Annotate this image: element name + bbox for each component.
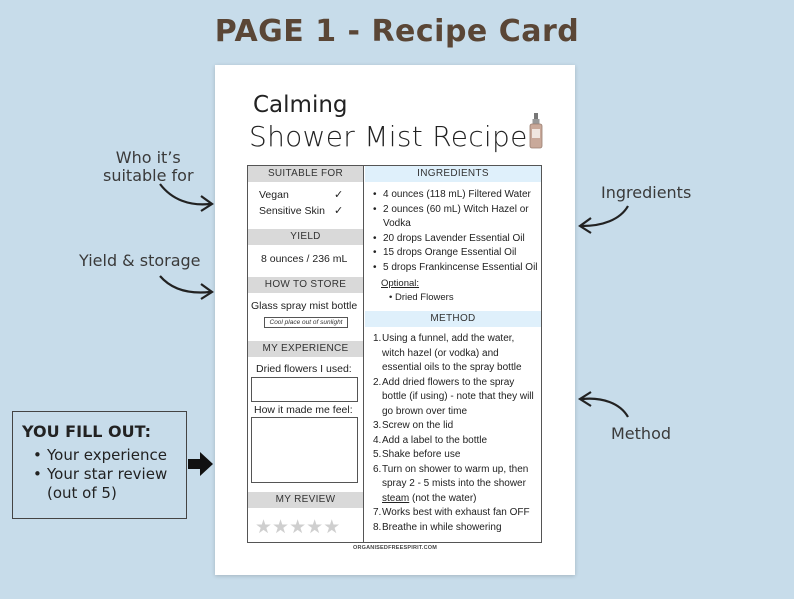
fill-out-list: Your experience Your star review (out of… [33, 446, 185, 503]
ingredient-item: 5 drops Frankincense Essential Oil [373, 261, 543, 276]
dried-flowers-input[interactable] [251, 377, 358, 402]
yield-header: YIELD [248, 229, 363, 245]
card-title-line1: Calming [253, 92, 348, 118]
arrow-yield-icon [159, 275, 214, 300]
star-3-icon[interactable]: ★ [289, 517, 307, 538]
page-title: PAGE 1 - Recipe Card [214, 14, 580, 49]
feeling-prompt: How it made me feel: [254, 404, 353, 416]
dried-flowers-prompt: Dried flowers I used: [256, 363, 352, 375]
method-step: 5.Shake before use [373, 449, 461, 460]
star-4-icon[interactable]: ★ [306, 517, 324, 538]
callout-who: Who it’s suitable for [103, 149, 194, 185]
callout-method: Method [611, 424, 672, 443]
fill-out-header: YOU FILL OUT: [22, 422, 152, 441]
method-step: 1.Using a funnel, add the water,witch ha… [373, 333, 522, 373]
feeling-input[interactable] [251, 417, 358, 483]
optional-label: Optional: [381, 278, 420, 289]
my-experience-header: MY EXPERIENCE [248, 341, 363, 357]
recipe-grid: SUITABLE FOR Vegan ✓ Sensitive Skin ✓ YI… [247, 165, 542, 543]
callout-ingredients: Ingredients [601, 183, 692, 202]
sensitive-skin-check-icon: ✓ [334, 205, 344, 217]
method-list: 1.Using a funnel, add the water,witch ha… [373, 332, 541, 535]
card-title-line2: Shower Mist Recipe [249, 120, 528, 153]
arrow-ingredients-icon [578, 205, 629, 234]
method-header: METHOD [365, 311, 541, 327]
optional-item: • Dried Flowers [389, 292, 454, 303]
method-step: 3.Screw on the lid [373, 420, 454, 431]
yield-value: 8 ounces / 236 mL [261, 253, 348, 265]
fill-out-box: YOU FILL OUT: Your experience Your star … [12, 411, 187, 519]
callout-who-line2: suitable for [103, 166, 194, 185]
spray-bottle-icon [529, 113, 543, 149]
suitable-item-sensitive-skin: Sensitive Skin [259, 205, 325, 217]
fill-out-item: Your star review [33, 465, 185, 484]
method-step: 4.Add a label to the bottle [373, 434, 488, 446]
star-2-icon[interactable]: ★ [272, 517, 290, 538]
suitable-for-header: SUITABLE FOR [248, 166, 363, 182]
arrow-who-icon [159, 183, 214, 212]
ingredient-item: 2 ounces (60 mL) Witch Hazel or [373, 203, 543, 218]
how-to-store-header: HOW TO STORE [248, 277, 363, 293]
my-review-header: MY REVIEW [248, 492, 363, 508]
vegan-check-icon: ✓ [334, 189, 344, 201]
optional-item-text: Dried Flowers [394, 292, 454, 303]
ingredient-item: 15 drops Orange Essential Oil [373, 246, 543, 261]
ingredients-list: 4 ounces (118 mL) Filtered Water 2 ounce… [373, 188, 543, 275]
ingredient-item: 4 ounces (118 mL) Filtered Water [373, 188, 543, 203]
callout-yield: Yield & storage [79, 251, 201, 270]
ingredient-item-continued: Vodka [383, 218, 411, 229]
arrow-method-icon [577, 391, 629, 418]
arrow-right-icon [188, 452, 213, 476]
method-step: 8.Breathe in while showering [373, 521, 502, 533]
right-column: INGREDIENTS 4 ounces (118 mL) Filtered W… [365, 166, 541, 542]
fill-out-item-continued: (out of 5) [47, 484, 117, 502]
card-footer: ORGANISEDFREESPIRIT.COM [352, 545, 438, 551]
star-5-icon[interactable]: ★ [323, 517, 341, 538]
ingredient-item: 20 drops Lavender Essential Oil [373, 232, 543, 247]
storage-value: Glass spray mist bottle [251, 300, 358, 312]
star-1-icon[interactable]: ★ [255, 517, 273, 538]
suitable-item-vegan: Vegan [259, 189, 289, 201]
callout-who-line1: Who it’s [115, 148, 181, 167]
ingredients-header: INGREDIENTS [365, 166, 541, 182]
left-column: SUITABLE FOR Vegan ✓ Sensitive Skin ✓ YI… [248, 166, 364, 542]
storage-note: Cool place out of sunlight [264, 317, 348, 328]
star-rating[interactable]: ★★★★★ [255, 516, 340, 539]
fill-out-item: Your experience [33, 446, 185, 465]
recipe-card: Calming Shower Mist Recipe SUITABLE FOR … [215, 65, 575, 575]
method-step: 7.Works best with exhaust fan OFF [373, 507, 530, 518]
